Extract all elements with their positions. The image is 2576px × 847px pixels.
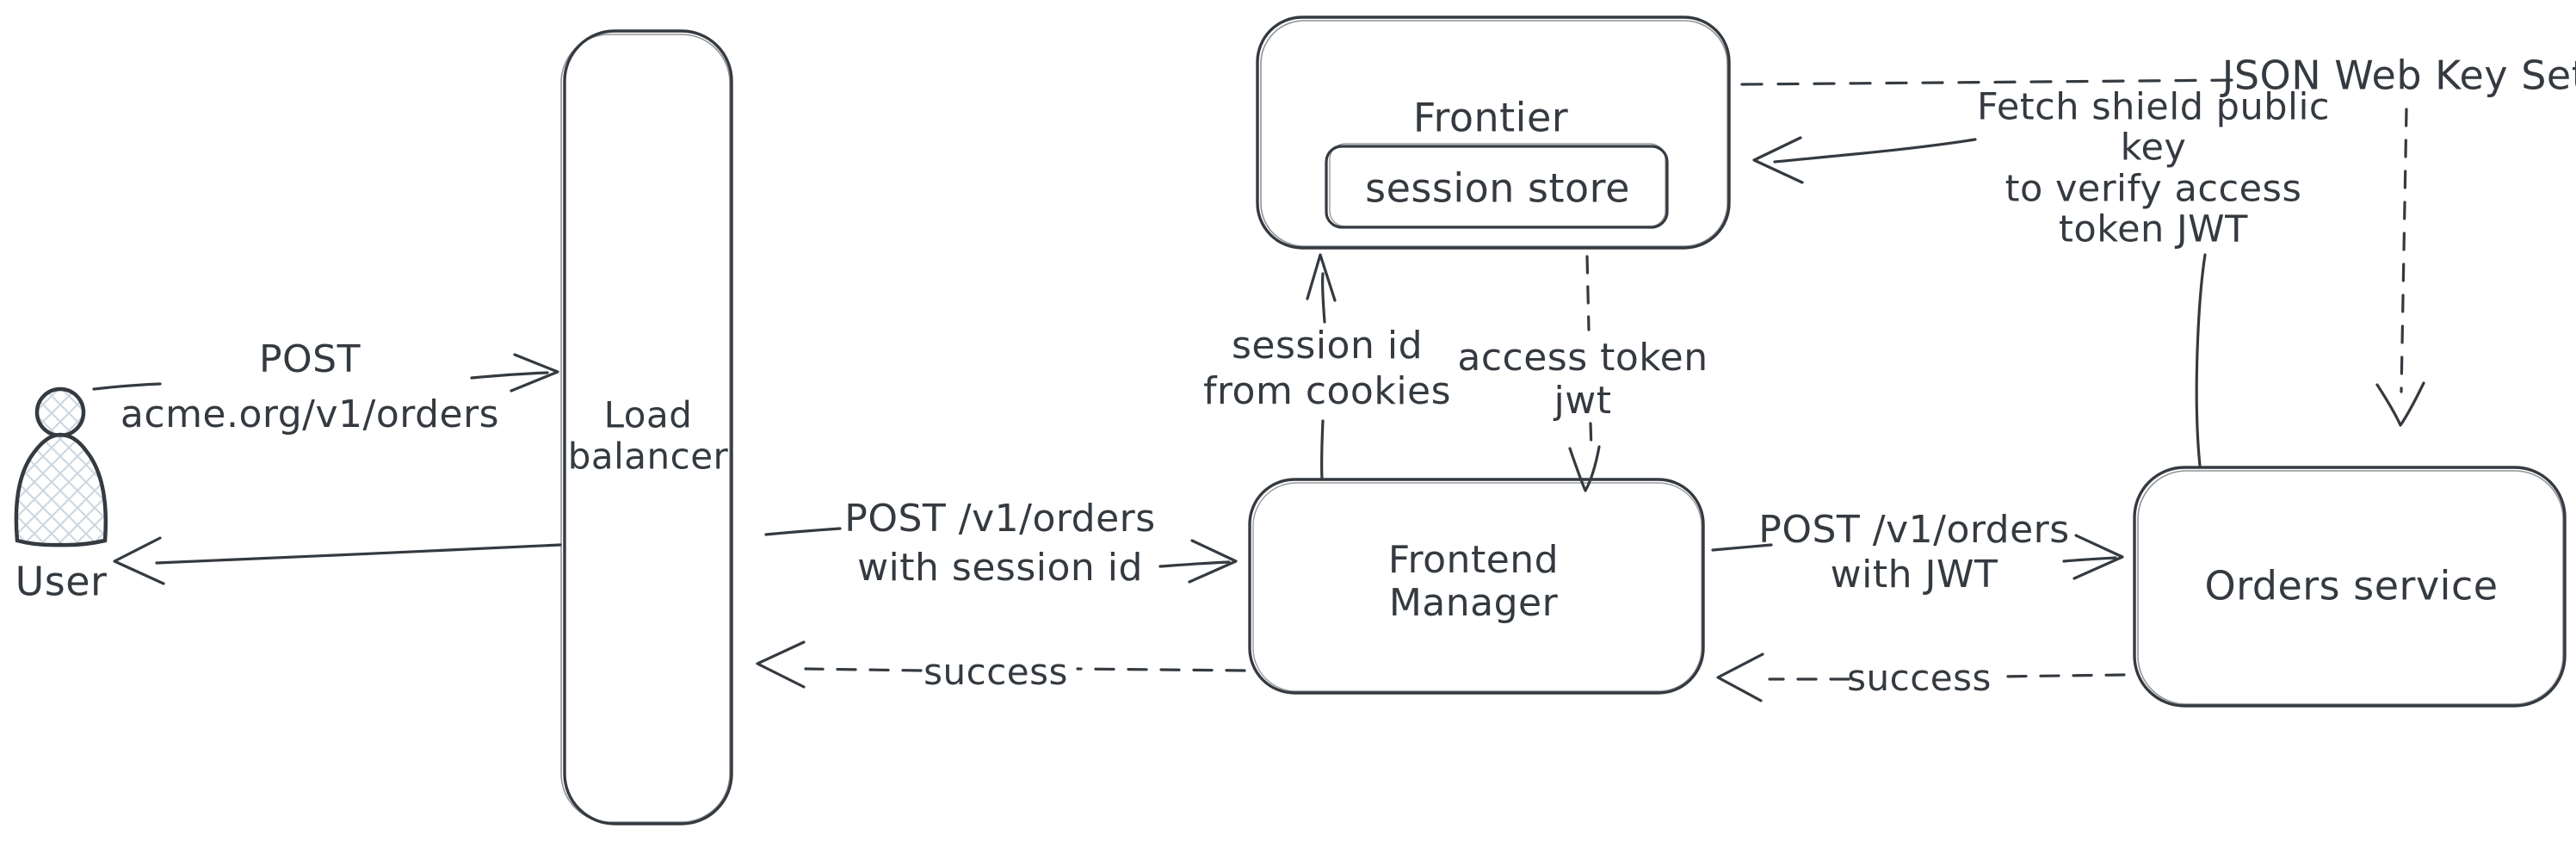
frontend-manager-box <box>1248 478 1705 695</box>
arrow-jwks-to-orders-service <box>2375 108 2425 427</box>
edge-label-session-id-cookies: session id from cookies <box>1202 324 1452 413</box>
line-jwks-to-frontier <box>1740 78 2238 86</box>
edge-label-post-session-id: POST /v1/orders with session id <box>844 496 1156 590</box>
load-balancer-box <box>560 29 733 825</box>
edge-label-post-jwt: POST /v1/orders with JWT <box>1758 508 2070 597</box>
edge-label-success-right: success <box>1847 656 1992 699</box>
arrow-frontend-manager-to-orders-service <box>1711 534 2124 580</box>
edge-label-success-left: success <box>924 650 1068 693</box>
arrow-frontend-manager-to-load-balancer-success <box>756 640 1246 689</box>
arrow-orders-service-to-frontend-manager-success <box>1716 652 2126 702</box>
user-label: User <box>15 558 108 605</box>
jwks-label: JSON Web Key Set <box>2221 52 2576 99</box>
session-store-label: session store <box>1365 164 1630 212</box>
arrow-user-to-load-balancer <box>92 353 559 393</box>
frontend-manager-label: Frontend Manager <box>1387 537 1560 625</box>
frontier-label: Frontier <box>1412 94 1569 141</box>
session-store-box <box>1325 143 1669 229</box>
edge-label-fetch-public-key: Fetch shield public key to verify access… <box>1976 85 2331 251</box>
orders-service-box <box>2133 466 2567 708</box>
arrow-orders-service-to-frontier <box>1752 136 2207 467</box>
arrow-load-balancer-to-user <box>113 536 562 585</box>
load-balancer-label: Load balancer <box>567 393 729 478</box>
arrow-load-balancer-to-frontend-manager <box>764 527 1238 584</box>
arrow-frontier-to-frontend-manager <box>1568 255 1601 492</box>
edge-label-post-acme: POST acme.org/v1/orders <box>120 337 500 436</box>
frontier-box <box>1256 15 1731 250</box>
arrow-frontend-manager-to-frontier <box>1306 253 1337 481</box>
orders-service-label: Orders service <box>2204 562 2499 609</box>
user-icon <box>14 386 108 547</box>
edge-label-access-token-jwt: access token jwt <box>1457 335 1708 423</box>
